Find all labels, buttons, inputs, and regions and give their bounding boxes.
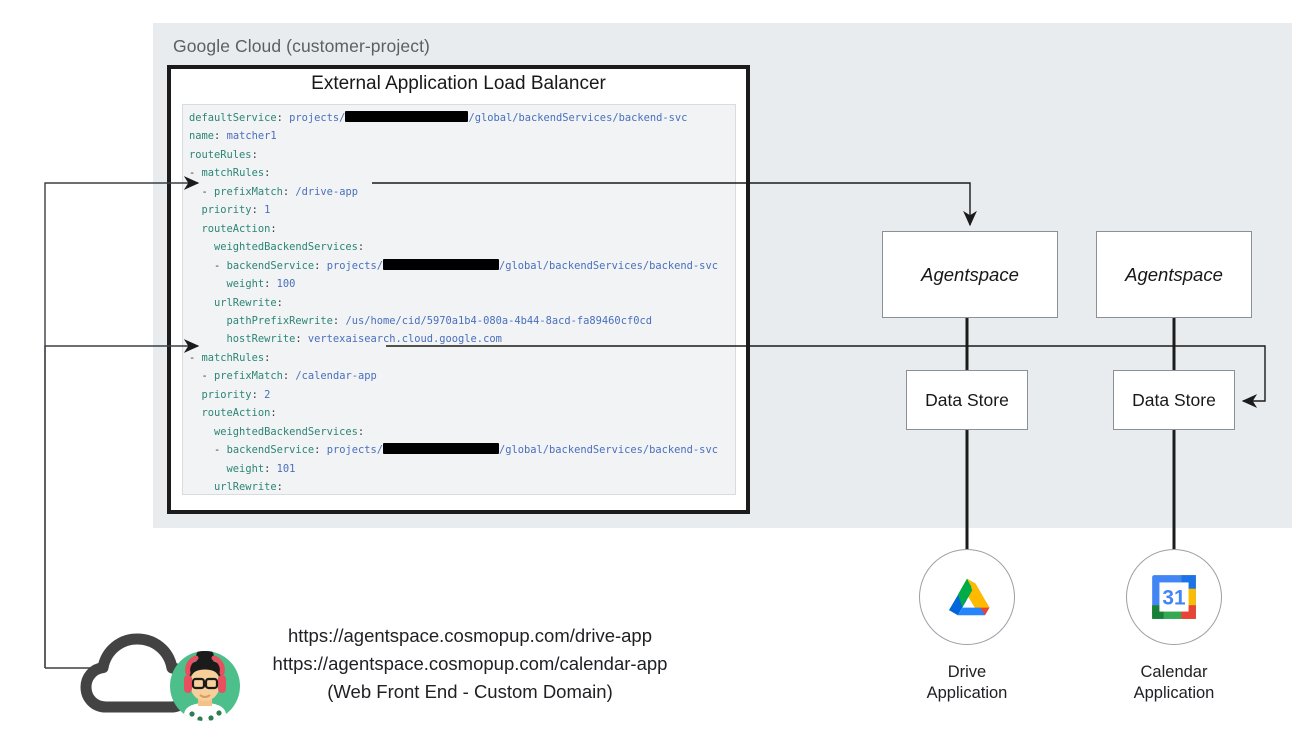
url-drive-app: https://agentspace.cosmopup.com/drive-ap… [287, 625, 653, 646]
yaml-line: name: matcher1 [189, 130, 277, 143]
drive-caption-line2: Application [926, 684, 1008, 702]
calendar-application-caption: Calendar Application [1079, 662, 1269, 704]
calendar-caption-line1: Calendar [1140, 663, 1208, 681]
agentspace-box-drive-label: Agentspace [921, 263, 1019, 285]
avatar [170, 651, 240, 721]
agentspace-box-calendar-label: Agentspace [1125, 263, 1223, 285]
url-map-yaml-code-panel: defaultService: projects//global/backend… [182, 104, 736, 495]
front-end-note: (Web Front End - Custom Domain) [327, 681, 613, 702]
yaml-line: - prefixMatch: /drive-app [201, 185, 358, 198]
yaml-line: weight: 100 [226, 278, 296, 291]
yaml-line: urlRewrite: [214, 481, 283, 494]
data-store-box-drive-label: Data Store [925, 389, 1009, 410]
yaml-line: routeAction: [201, 407, 277, 420]
data-store-box-calendar-label: Data Store [1132, 389, 1216, 410]
load-balancer-title: External Application Load Balancer [311, 73, 606, 94]
calendar-day-number: 31 [1162, 586, 1185, 609]
data-store-box-calendar[interactable]: Data Store [1113, 370, 1235, 430]
yaml-line: weightedBackendServices: [214, 425, 365, 438]
web-front-end-labels: https://agentspace.cosmopup.com/drive-ap… [230, 622, 710, 706]
drive-application-circle[interactable] [919, 549, 1015, 645]
drive-application-caption: Drive Application [872, 662, 1062, 704]
yaml-line: pathPrefixRewrite: /us/home/cid/5970a1b4… [226, 314, 652, 327]
agentspace-box-calendar[interactable]: Agentspace [1096, 231, 1252, 318]
yaml-line: priority: 1 [201, 204, 271, 217]
yaml-line: - prefixMatch: /calendar-app [201, 370, 377, 383]
drive-caption-line1: Drive [947, 663, 987, 681]
yaml-line: - backendService: projects//global/backe… [214, 258, 718, 272]
google-drive-icon [948, 578, 990, 616]
yaml-line: routeAction: [201, 222, 277, 235]
yaml-line: weightedBackendServices: [214, 241, 365, 254]
calendar-caption-line2: Application [1133, 684, 1215, 702]
user-cloud-icon [80, 633, 240, 721]
yaml-line: weight: 101 [226, 462, 296, 475]
google-cloud-region-label: Google Cloud (customer-project) [173, 36, 430, 56]
url-calendar-app: https://agentspace.cosmopup.com/calendar… [272, 653, 668, 674]
data-store-box-drive[interactable]: Data Store [906, 370, 1028, 430]
yaml-line: defaultService: projects//global/backend… [189, 111, 688, 124]
yaml-line: - backendService: projects//global/backe… [214, 443, 718, 457]
agentspace-box-drive[interactable]: Agentspace [882, 231, 1058, 318]
yaml-line: - matchRules: [189, 351, 271, 364]
yaml-line: hostRewrite: vertexaisearch.cloud.google… [226, 333, 502, 346]
yaml-line: priority: 2 [201, 388, 271, 401]
yaml-line: urlRewrite: [214, 296, 283, 309]
yaml-line: routeRules: [189, 148, 258, 161]
calendar-application-circle[interactable]: 31 [1126, 549, 1222, 645]
google-calendar-icon: 31 [1152, 575, 1196, 619]
yaml-line: - matchRules: [189, 167, 271, 180]
